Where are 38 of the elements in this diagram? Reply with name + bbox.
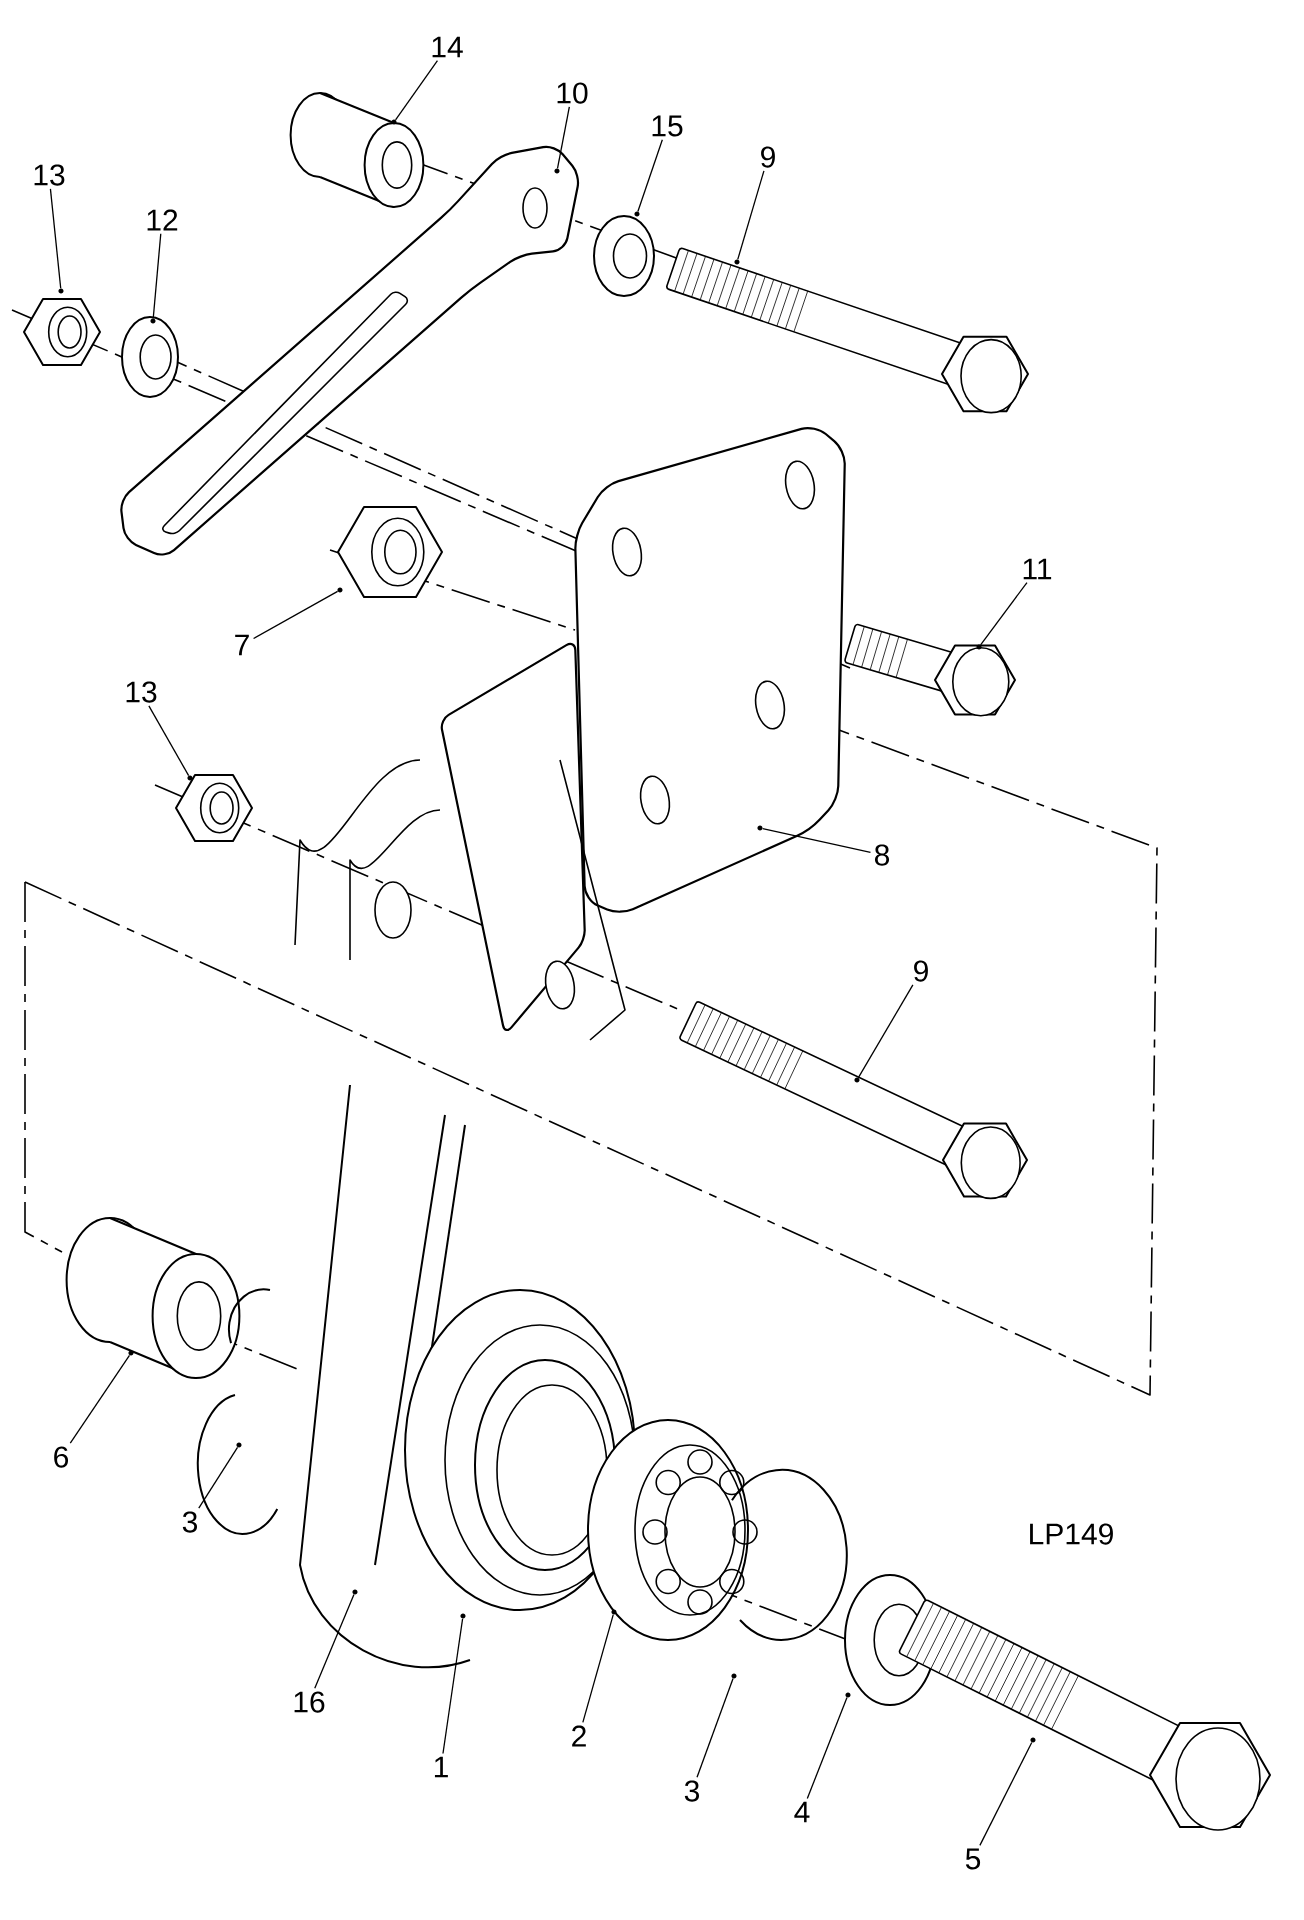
leader-line xyxy=(857,984,914,1079)
callout-number: 7 xyxy=(235,634,249,656)
callout-number: 13 xyxy=(34,164,65,186)
leader-line xyxy=(198,1446,239,1509)
leader-line xyxy=(637,139,663,213)
leader-line xyxy=(442,1618,464,1755)
callout-number: 15 xyxy=(652,115,683,137)
leader-line xyxy=(980,581,1028,646)
callout-number: 10 xyxy=(557,82,588,104)
callout-number: 4 xyxy=(794,1801,810,1823)
drawing-number: LP149 xyxy=(1030,1523,1113,1545)
callout-number: 3 xyxy=(182,1511,198,1533)
callout-number: 13 xyxy=(126,681,157,703)
callout-number: 8 xyxy=(874,844,890,866)
leader-line xyxy=(762,827,872,854)
leader-line xyxy=(394,59,439,121)
leader-line xyxy=(49,188,62,289)
callout-number: 2 xyxy=(572,1725,586,1747)
callout-number: 6 xyxy=(54,1446,69,1468)
leader-line xyxy=(806,1696,848,1800)
callout-number: 9 xyxy=(914,960,928,982)
callout-number: 5 xyxy=(965,1848,981,1870)
callout-number: 9 xyxy=(761,146,775,168)
leader-line xyxy=(314,1593,355,1689)
leader-line xyxy=(979,1741,1033,1846)
callout-number: 16 xyxy=(294,1691,325,1713)
callout-number: 1 xyxy=(434,1756,448,1778)
leader-line xyxy=(737,170,765,261)
leader-line xyxy=(696,1677,734,1778)
leader-line xyxy=(582,1614,614,1723)
callout-number: 12 xyxy=(147,209,178,231)
callout-number: 11 xyxy=(1023,558,1052,580)
leader-line xyxy=(252,590,339,640)
leader-line xyxy=(69,1354,131,1444)
leader-line xyxy=(148,705,190,777)
leader-line xyxy=(152,233,162,319)
callout-number: 3 xyxy=(684,1780,700,1802)
callout-number: 14 xyxy=(432,36,463,58)
